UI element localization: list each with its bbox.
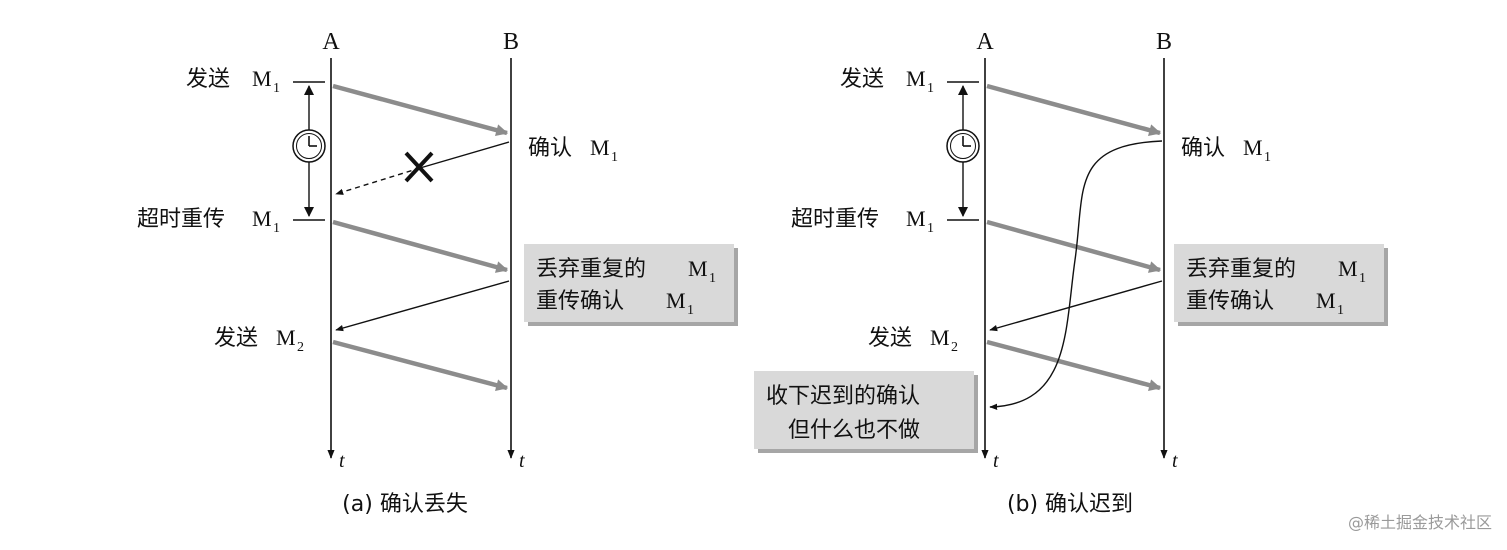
data-m1-retransmit-arrow: [986, 219, 1162, 273]
svg-text:超时重传: 超时重传: [791, 207, 879, 232]
note-discard-duplicate: 丢弃重复的 M 1 重传确认 M 1: [524, 244, 738, 326]
svg-text:M: M: [1338, 256, 1358, 281]
svg-text:1: 1: [687, 303, 694, 318]
svg-text:1: 1: [1359, 271, 1366, 286]
data-m2-arrow: [332, 339, 509, 392]
svg-text:M: M: [252, 206, 272, 231]
svg-text:发送: 发送: [840, 67, 884, 92]
svg-text:确认: 确认: [528, 136, 572, 161]
svg-text:M: M: [930, 325, 950, 350]
svg-text:1: 1: [709, 271, 716, 286]
label-ack-m1: 确认 M 1: [528, 135, 618, 165]
ack-m1-retransmit-arrow: [989, 280, 1163, 332]
svg-text:重传确认: 重传确认: [536, 289, 624, 314]
svg-text:1: 1: [1264, 150, 1271, 165]
lost-cross-icon: [404, 151, 434, 183]
svg-text:1: 1: [611, 150, 618, 165]
time-axis-label-a: t: [993, 450, 999, 472]
svg-text:1: 1: [1337, 303, 1344, 318]
svg-text:发送: 发送: [868, 326, 912, 351]
note-discard-duplicate: 丢弃重复的 M 1 重传确认 M 1: [1174, 244, 1388, 326]
ack-m1-lost-dashed: [335, 167, 421, 195]
node-b-label: B: [503, 29, 519, 55]
svg-text:M: M: [1316, 288, 1336, 313]
panel-a: A B t t 发送 M 1 超时重传 M 1 发送 M 2: [137, 29, 738, 517]
label-timeout-retransmit-m1: 超时重传 M 1: [791, 206, 934, 236]
caption-a: (a) 确认丢失: [342, 492, 468, 517]
svg-text:M: M: [1243, 135, 1263, 160]
label-timeout-retransmit-m1: 超时重传 M 1: [137, 206, 280, 236]
caption-b: (b) 确认迟到: [1007, 492, 1133, 517]
time-axis-label-a: t: [339, 450, 345, 472]
svg-text:M: M: [252, 66, 272, 91]
data-m2-arrow: [986, 339, 1162, 392]
svg-text:发送: 发送: [186, 67, 230, 92]
svg-text:M: M: [666, 288, 686, 313]
data-m1-arrow: [986, 83, 1162, 136]
node-b-label: B: [1156, 29, 1172, 55]
svg-text:M: M: [906, 206, 926, 231]
svg-text:丢弃重复的: 丢弃重复的: [536, 257, 646, 282]
svg-text:确认: 确认: [1181, 136, 1225, 161]
panel-b: A B t t 发送 M 1 超时重传 M 1 发送 M 2: [754, 29, 1388, 517]
ack-m1-lost-line: [419, 141, 510, 169]
data-m1-arrow: [332, 83, 509, 136]
svg-text:发送: 发送: [214, 326, 258, 351]
label-send-m1: 发送 M 1: [186, 66, 280, 96]
svg-text:1: 1: [273, 221, 280, 236]
svg-text:M: M: [276, 325, 296, 350]
label-send-m1: 发送 M 1: [840, 66, 934, 96]
svg-text:1: 1: [927, 221, 934, 236]
svg-text:M: M: [590, 135, 610, 160]
note-accept-late-ack: 收下迟到的确认 但什么也不做: [754, 371, 978, 453]
node-a-label: A: [976, 29, 994, 55]
svg-text:1: 1: [927, 81, 934, 96]
ack-m1-delayed-curve: [989, 140, 1163, 411]
ack-m1-retransmit-arrow: [335, 280, 510, 332]
clock-icon: [292, 129, 326, 163]
svg-text:重传确认: 重传确认: [1186, 289, 1274, 314]
time-axis-label-b: t: [519, 450, 525, 472]
svg-text:1: 1: [273, 81, 280, 96]
svg-text:M: M: [906, 66, 926, 91]
svg-text:2: 2: [951, 340, 958, 355]
clock-icon: [946, 129, 980, 163]
svg-text:2: 2: [297, 340, 304, 355]
label-ack-m1: 确认 M 1: [1181, 135, 1271, 165]
time-axis-label-b: t: [1172, 450, 1178, 472]
svg-text:超时重传: 超时重传: [137, 207, 225, 232]
svg-text:丢弃重复的: 丢弃重复的: [1186, 257, 1296, 282]
label-send-m2: 发送 M 2: [214, 325, 304, 355]
svg-text:M: M: [688, 256, 708, 281]
watermark: @稀土掘金技术社区: [1348, 513, 1492, 532]
node-a-label: A: [322, 29, 340, 55]
svg-text:收下迟到的确认: 收下迟到的确认: [766, 384, 920, 409]
data-m1-retransmit-arrow: [332, 219, 509, 273]
label-send-m2: 发送 M 2: [868, 325, 958, 355]
svg-text:但什么也不做: 但什么也不做: [788, 418, 920, 443]
